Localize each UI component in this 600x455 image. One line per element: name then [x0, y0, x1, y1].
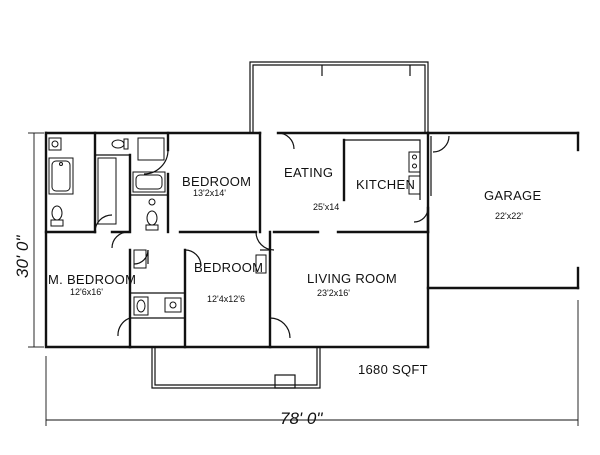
door-swings [94, 132, 450, 339]
dimension-lines [28, 132, 579, 426]
master-bedroom-size: 12'6x16' [70, 287, 103, 297]
garage-name: GARAGE [484, 188, 541, 203]
interior-walls [44, 131, 430, 349]
exterior-walls [44, 131, 430, 349]
living-room-name: LIVING ROOM [307, 271, 397, 286]
garage-walls [426, 131, 580, 349]
kitchen-name: KITCHEN [356, 177, 415, 192]
depth-dimension: 30' 0" [13, 235, 32, 278]
width-dimension: 78' 0" [280, 409, 323, 428]
rear-patio [249, 61, 429, 133]
eating-size: 25'x14 [313, 202, 339, 212]
fixtures [48, 137, 421, 316]
bedroom-mid-name: BEDROOM [194, 260, 263, 275]
eating-name: EATING [284, 165, 333, 180]
garage-size: 22'x22' [495, 211, 523, 221]
bedroom-top-name: BEDROOM [182, 174, 251, 189]
master-bedroom-name: M. BEDROOM [48, 272, 136, 287]
bedroom-mid-size: 12'4x12'6 [207, 294, 245, 304]
square-footage: 1680 SQFT [358, 362, 428, 377]
living-room-size: 23'2x16' [317, 288, 350, 298]
bedroom-top-size: 13'2x14' [193, 188, 226, 198]
front-porch [151, 347, 321, 389]
